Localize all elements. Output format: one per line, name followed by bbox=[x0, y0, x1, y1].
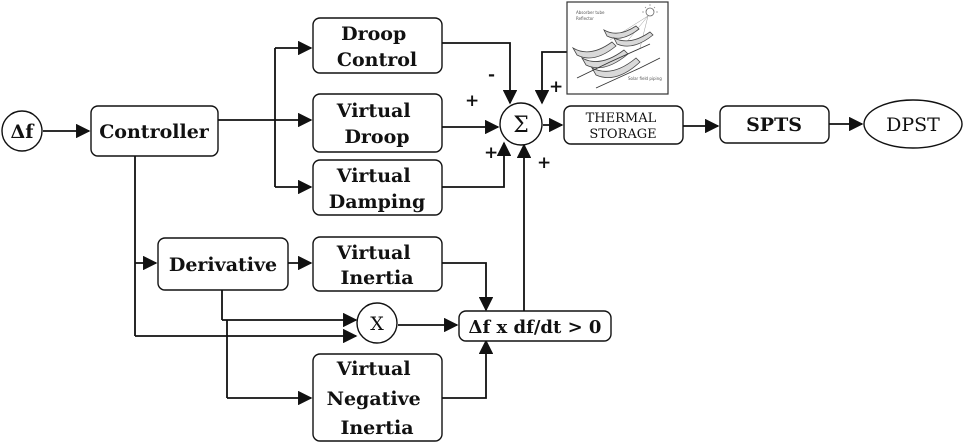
spts-label: SPTS bbox=[746, 114, 802, 136]
droop-control-line2: Control bbox=[337, 49, 417, 71]
svg-text:Virtual Negative I: Virtual Negative Inertia bbox=[327, 358, 428, 439]
virtual-negative-inertia-block: Virtual Negative Inertia bbox=[312, 353, 443, 442]
thermal-storage-line2: STORAGE bbox=[589, 127, 656, 142]
sign-solar-field: + bbox=[549, 77, 563, 97]
summation-node: Σ bbox=[499, 102, 543, 146]
sign-virtual-droop: + bbox=[465, 91, 479, 111]
connections bbox=[43, 40, 864, 406]
multiplier-node: X bbox=[356, 302, 398, 344]
derivative-block: Derivative bbox=[157, 237, 289, 291]
virtual-inertia-line1: Virtual bbox=[336, 242, 411, 264]
virtual-damping-line2: Damping bbox=[329, 191, 426, 213]
svg-text:THERMAL STORAGE: THERMAL STORAGE bbox=[586, 111, 661, 142]
delta-f-node: Δf bbox=[1, 110, 43, 152]
condition-label: Δf x df/dt > 0 bbox=[469, 317, 602, 338]
controller-block: Controller bbox=[90, 105, 219, 157]
virtual-inertia-line2: Inertia bbox=[340, 267, 413, 289]
virtual-damping-block: Virtual Damping bbox=[312, 159, 443, 216]
dpst-node: DPST bbox=[863, 99, 963, 149]
solar-trough-field-image: Absorber tube Reflector Solar field pipi… bbox=[566, 1, 669, 95]
thermal-storage-line1: THERMAL bbox=[586, 111, 657, 126]
virtual-droop-line1: Virtual bbox=[336, 100, 411, 122]
derivative-label: Derivative bbox=[169, 254, 277, 276]
svg-text:Virtual Droop: Virtual Droop bbox=[336, 100, 417, 148]
solar-caption-reflector: Reflector bbox=[576, 16, 594, 21]
sign-virtual-damping: + bbox=[484, 143, 498, 163]
solar-caption-piping: Solar field piping bbox=[628, 76, 662, 81]
droop-control-block: Droop Control bbox=[312, 17, 443, 74]
svg-text:Virtual Inertia: Virtual Inertia bbox=[336, 242, 417, 289]
virtual-droop-line2: Droop bbox=[344, 126, 409, 148]
virtual-negative-inertia-line1: Virtual bbox=[336, 358, 411, 380]
spts-block: SPTS bbox=[719, 105, 830, 144]
virtual-negative-inertia-line2: Negative bbox=[327, 388, 421, 410]
controller-label: Controller bbox=[99, 121, 210, 143]
sign-droop: - bbox=[488, 65, 495, 85]
condition-block: Δf x df/dt > 0 bbox=[458, 310, 612, 342]
sign-inertia-path: + bbox=[537, 153, 551, 173]
solar-caption-absorber: Absorber tube bbox=[576, 10, 605, 15]
svg-text:Droop Control: Droop Control bbox=[337, 23, 417, 71]
delta-f-label: Δf bbox=[11, 121, 36, 143]
thermal-storage-block: THERMAL STORAGE bbox=[563, 105, 684, 145]
dpst-label: DPST bbox=[886, 114, 940, 136]
droop-control-line1: Droop bbox=[341, 23, 406, 45]
virtual-damping-line1: Virtual bbox=[336, 165, 411, 187]
virtual-negative-inertia-line3: Inertia bbox=[340, 417, 413, 439]
virtual-droop-block: Virtual Droop bbox=[312, 93, 443, 153]
svg-text:Virtual Damping: Virtual Damping bbox=[329, 165, 426, 213]
summation-symbol: Σ bbox=[513, 113, 529, 138]
virtual-inertia-block: Virtual Inertia bbox=[312, 236, 443, 292]
multiplier-label: X bbox=[370, 313, 384, 335]
